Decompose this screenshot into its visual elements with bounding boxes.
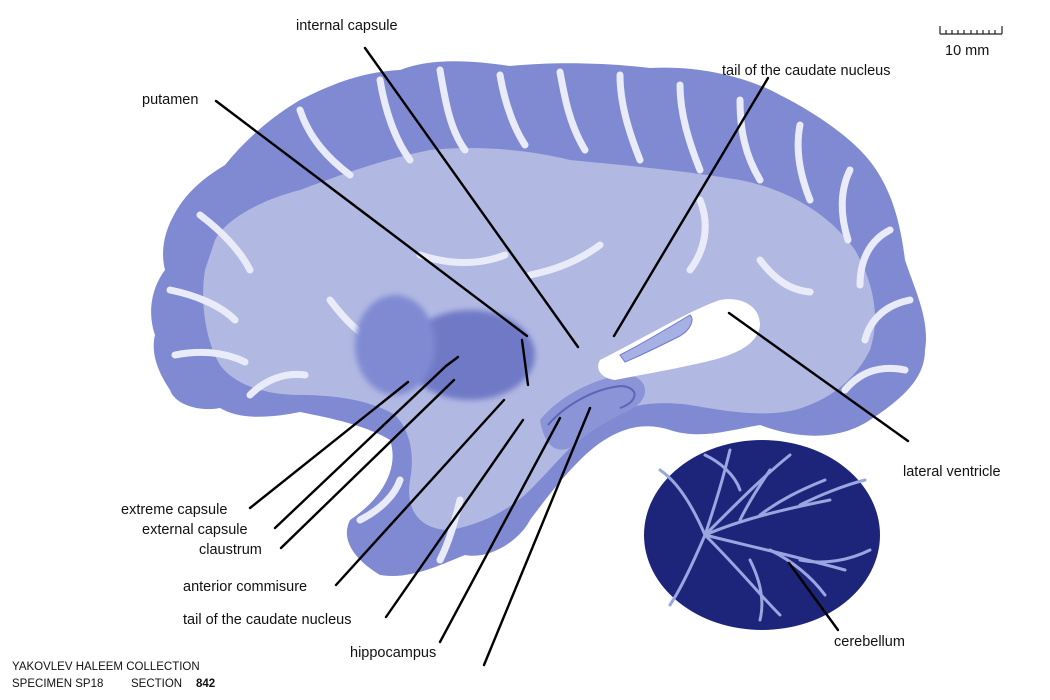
lateral-ventricle-space bbox=[598, 299, 760, 380]
footer-section-label: SECTION bbox=[131, 678, 182, 690]
leader-claustrum-tick bbox=[444, 355, 460, 368]
label-lateral-ventricle: lateral ventricle bbox=[903, 464, 1001, 480]
hippocampus-region bbox=[540, 375, 645, 450]
leader-external-capsule bbox=[273, 364, 448, 530]
scale-bar-label: 10 mm bbox=[945, 43, 989, 59]
hippocampus-outline bbox=[547, 384, 636, 426]
scale-bar: 10 mm bbox=[939, 26, 1003, 59]
cerebellum-body bbox=[644, 440, 880, 630]
leader-putamen-tick bbox=[520, 338, 530, 387]
leader-anterior-commisure bbox=[334, 398, 506, 587]
label-internal-capsule: internal capsule bbox=[296, 18, 398, 34]
label-anterior-commisure: anterior commisure bbox=[183, 579, 307, 595]
white-matter bbox=[203, 148, 875, 530]
leader-tail-caudate-bottom bbox=[384, 418, 525, 619]
leader-internal-capsule bbox=[363, 46, 580, 349]
leader-tail-caudate-top bbox=[612, 76, 770, 338]
leader-lines bbox=[214, 46, 910, 667]
insula-region bbox=[355, 295, 435, 395]
choroid-plexus bbox=[619, 314, 693, 363]
cerebellar-folia bbox=[658, 448, 872, 622]
footer: YAKOVLEV HALEEM COLLECTION SPECIMEN SP18… bbox=[12, 661, 215, 690]
label-external-capsule: external capsule bbox=[142, 522, 248, 538]
leader-lateral-ventricle bbox=[727, 311, 910, 443]
label-claustrum: claustrum bbox=[199, 542, 262, 558]
leader-hippocampus-2 bbox=[482, 406, 592, 667]
label-putamen: putamen bbox=[142, 92, 198, 108]
leader-extreme-capsule bbox=[248, 380, 410, 510]
footer-collection: YAKOVLEV HALEEM COLLECTION bbox=[12, 661, 200, 673]
sulci bbox=[166, 66, 914, 564]
label-hippocampus: hippocampus bbox=[350, 645, 436, 661]
label-cerebellum: cerebellum bbox=[834, 634, 905, 650]
labels: internal capsule putamen tail of the cau… bbox=[121, 18, 1001, 661]
leader-cerebellum bbox=[787, 561, 840, 632]
leader-hippocampus bbox=[438, 416, 562, 644]
cerebrum-section bbox=[151, 61, 926, 576]
cerebellum-section bbox=[644, 440, 880, 630]
footer-specimen: SPECIMEN SP18 bbox=[12, 678, 103, 690]
leader-putamen bbox=[214, 99, 529, 338]
putamen-region bbox=[405, 310, 535, 400]
scale-bar-ruler bbox=[939, 26, 1003, 35]
leader-claustrum bbox=[279, 378, 456, 550]
footer-section-number: 842 bbox=[196, 678, 215, 690]
label-tail-caudate-bottom: tail of the caudate nucleus bbox=[183, 612, 351, 628]
label-extreme-capsule: extreme capsule bbox=[121, 502, 227, 518]
label-tail-caudate-top: tail of the caudate nucleus bbox=[722, 63, 890, 79]
